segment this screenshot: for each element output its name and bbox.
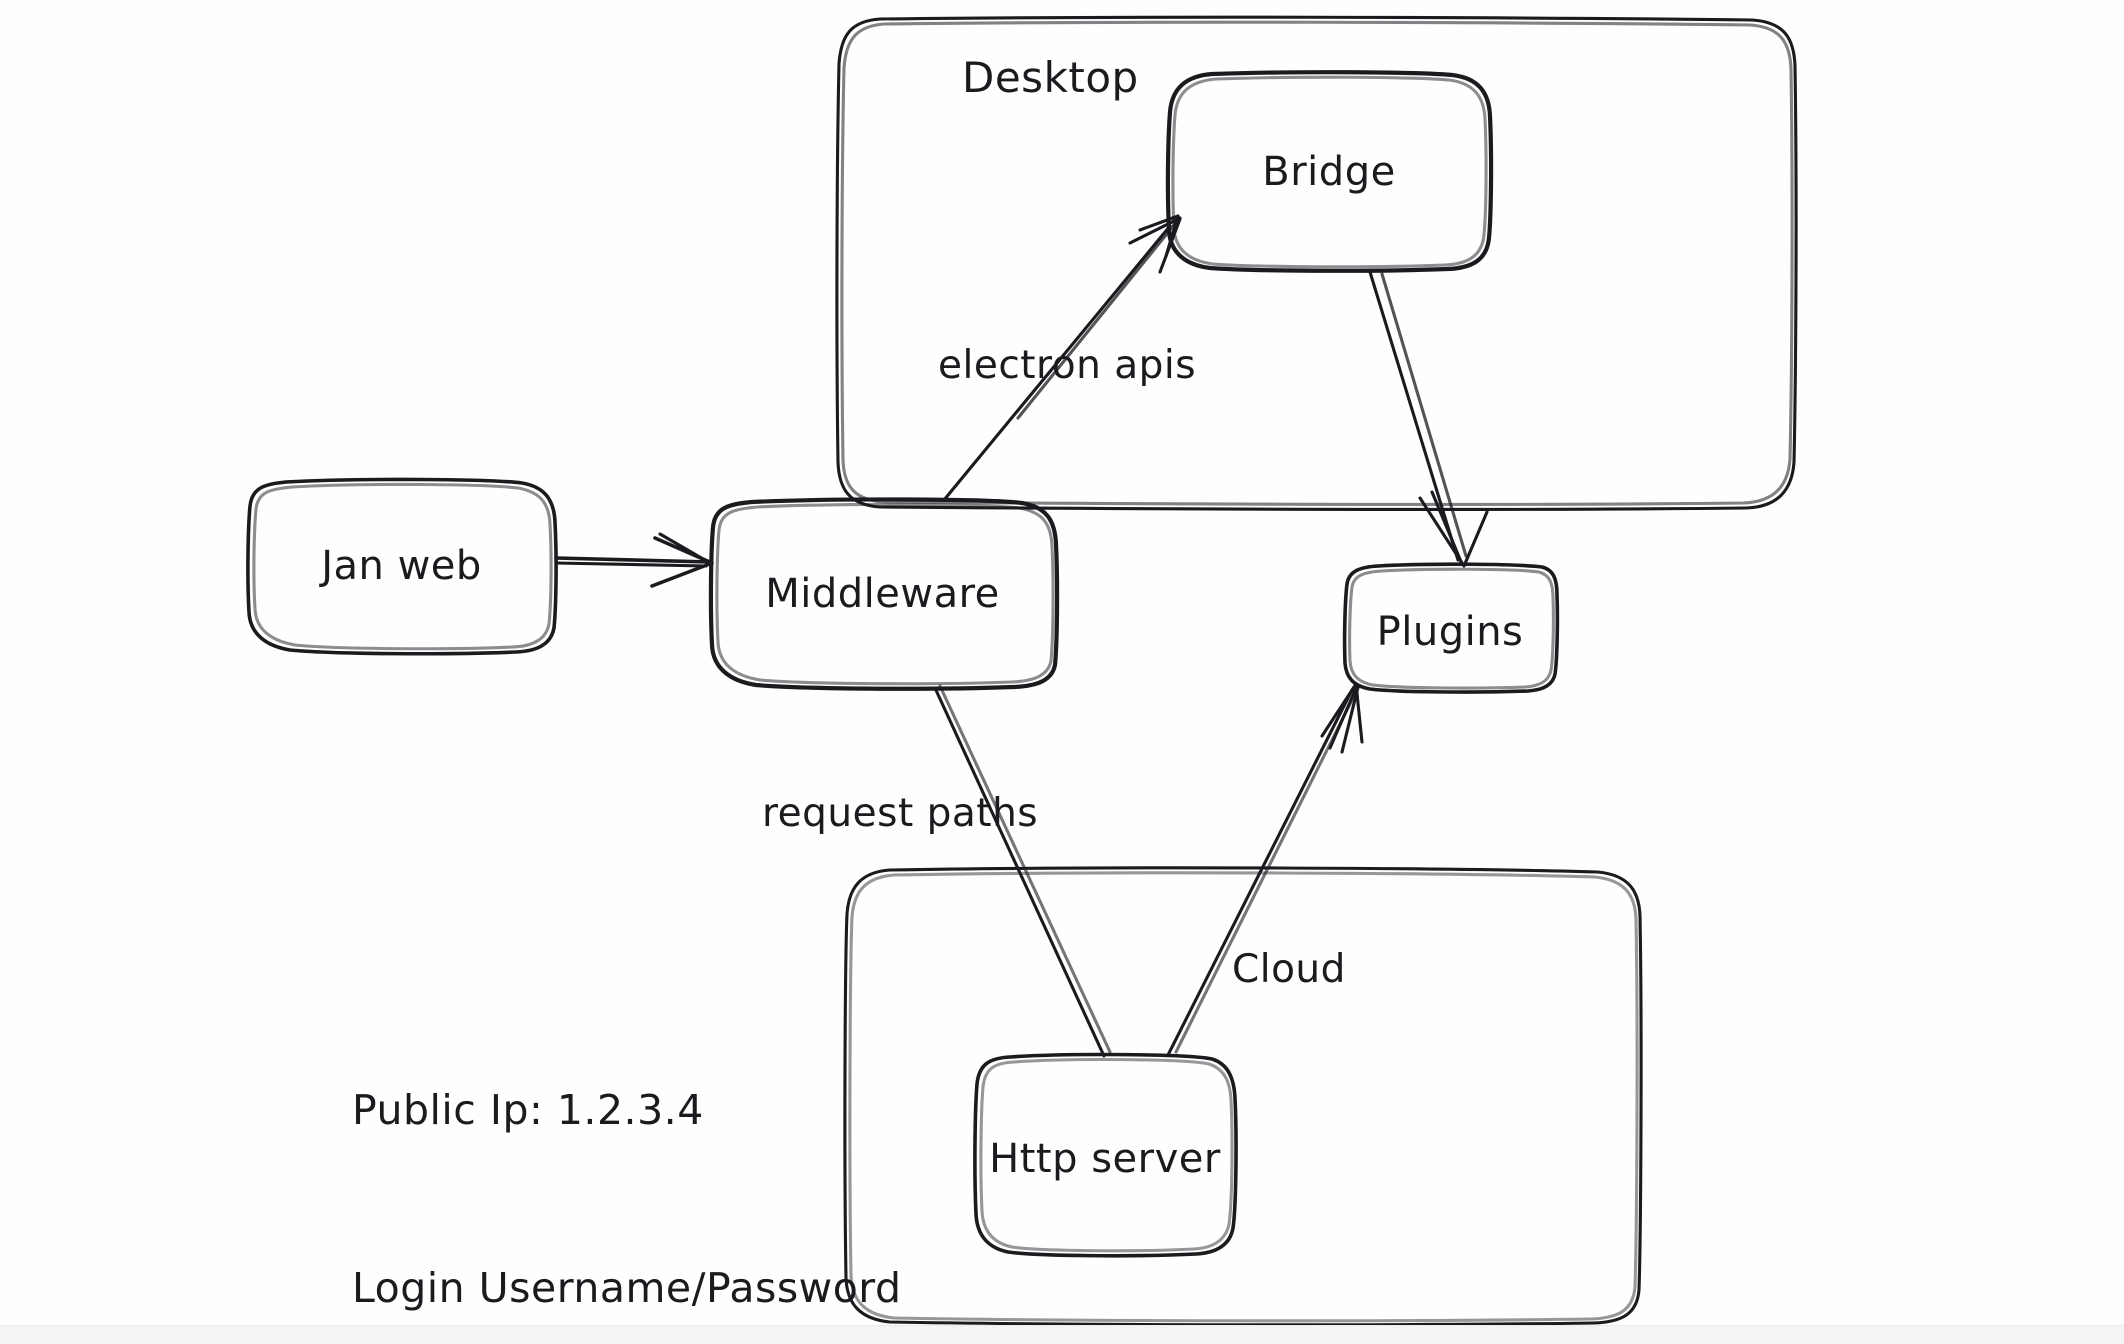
edge-jan-web-to-middleware [554, 532, 714, 588]
node-label-plugins: Plugins [1376, 609, 1524, 655]
node-bridge[interactable]: Bridge [1168, 73, 1490, 268]
edge-middleware-to-http-server [933, 684, 1112, 1058]
group-desktop-outline [835, 15, 1798, 512]
node-plugins-outline [1342, 562, 1560, 694]
edge-label-electron-apis: electron apis [938, 343, 1197, 388]
node-label-middleware: Middleware [765, 571, 1000, 617]
edge-label-cloud: Cloud [1232, 947, 1346, 992]
node-jan-web[interactable]: Jan web [248, 480, 555, 650]
note-public-ip-line1: Public Ip: 1.2.3.4 [352, 1085, 704, 1134]
group-label-desktop: Desktop [962, 53, 1139, 102]
node-plugins[interactable]: Plugins [1345, 565, 1555, 690]
node-middleware-outline [708, 497, 1060, 691]
edge-bridge-to-plugins [1368, 270, 1489, 568]
node-middleware[interactable]: Middleware [710, 500, 1055, 685]
edge-middleware-to-bridge [942, 214, 1182, 502]
node-bridge-outline [1165, 70, 1494, 273]
note-public-ip-line2: Login Username/Password [352, 1264, 902, 1313]
node-jan-web-outline [246, 477, 558, 656]
edge-label-request-paths: request paths [762, 791, 1039, 836]
group-cloud-outline [843, 866, 1643, 1327]
node-label-jan-web: Jan web [321, 543, 482, 589]
node-label-bridge: Bridge [1262, 149, 1396, 195]
node-http-server[interactable]: Http server [975, 1055, 1235, 1255]
edge-http-server-to-plugins [1166, 682, 1364, 1057]
node-label-http-server: Http server [989, 1136, 1221, 1182]
node-http-server-outline [973, 1052, 1238, 1258]
bottom-strip [0, 1325, 2124, 1344]
note-public-ip: Public Ip: 1.2.3.4 Login Username/Passwo… [352, 962, 901, 1344]
